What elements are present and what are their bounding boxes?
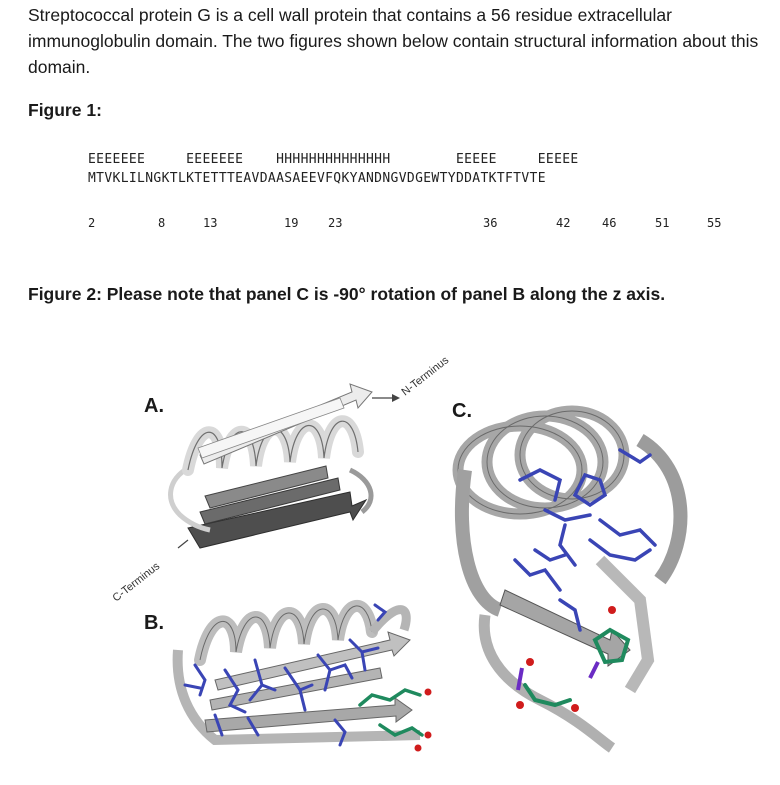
c-terminus-label: C-Terminus — [110, 560, 162, 604]
panel-c-ribbon — [452, 405, 688, 753]
secondary-structure-line: EEEEEEE EEEEEEE HHHHHHHHHHHHHH EEEEE EEE… — [88, 152, 579, 167]
residue-number: 46 — [602, 216, 617, 230]
residue-number: 13 — [203, 216, 218, 230]
residue-number: 36 — [483, 216, 498, 230]
sequence-line: MTVKLILNGKTLKTETTTEAVDAASAEEVFQKYANDNGVD… — [88, 171, 546, 186]
panel-c-label: C. — [452, 400, 472, 422]
panel-a-ribbon — [168, 383, 400, 549]
residue-number: 23 — [328, 216, 343, 230]
n-terminus-label: N-Terminus — [399, 354, 451, 398]
residue-number: 55 — [707, 216, 722, 230]
panel-b-label: B. — [144, 612, 164, 634]
residue-number: 51 — [655, 216, 670, 230]
figure1-heading: Figure 1: — [28, 100, 102, 120]
panel-b-ribbon — [172, 600, 432, 752]
panel-a-label: A. — [144, 395, 164, 417]
intro-paragraph: Streptococcal protein G is a cell wall p… — [28, 5, 759, 77]
residue-number: 42 — [556, 216, 571, 230]
residue-number: 2 — [88, 216, 96, 230]
residue-number: 8 — [158, 216, 166, 230]
figure2-heading: Figure 2: Please note that panel C is -9… — [28, 284, 666, 304]
residue-number: 19 — [284, 216, 299, 230]
